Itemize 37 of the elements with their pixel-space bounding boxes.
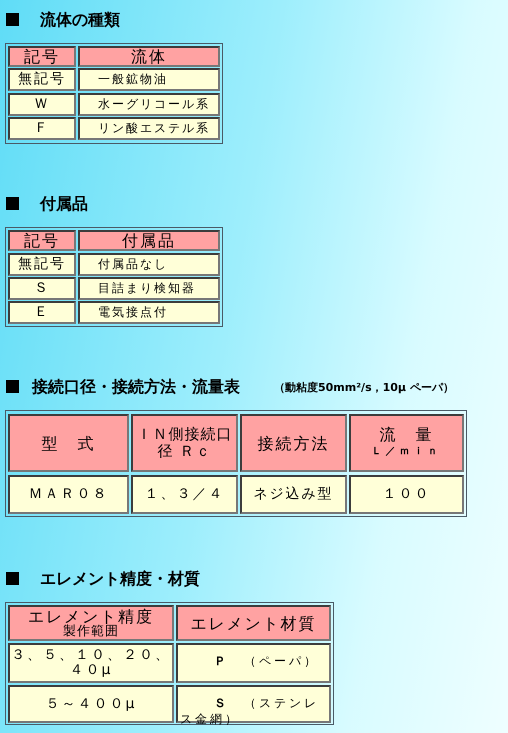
header-cell: 接続方法 <box>240 414 347 472</box>
heading-note: （動粘度50mm²/s，10μ ペーパ） <box>274 380 454 395</box>
section-heading: 接続口径・接続方法・流量表 <box>32 377 240 398</box>
table-cell: Ｓ （ステンレス金網） <box>176 685 331 723</box>
table-cell: Ｗ <box>8 93 76 116</box>
header-cell: 記号 <box>8 46 76 67</box>
cell-text: 流 量 <box>380 426 434 443</box>
section-heading: エレメント精度・材質 <box>40 569 200 590</box>
section-heading: 付属品 <box>40 194 88 215</box>
table-cell: １００ <box>349 475 464 514</box>
header-cell: 流体 <box>78 46 220 67</box>
table-cell: ＭＡＲ０８ <box>8 475 129 514</box>
cell-text: Ｌ／ｍｉｎ <box>372 445 442 459</box>
table-cell: ３、５、１０、２０、４０μ <box>8 643 174 683</box>
cell-text: 製作範囲 <box>63 624 119 638</box>
table-cell: Ｆ <box>8 117 76 140</box>
table-cell: 水ーグリコール系 <box>78 93 220 116</box>
header-cell: 型 式 <box>8 414 129 472</box>
table-cell: Ｐ （ペーパ） <box>176 643 331 683</box>
table-cell: １、３／４ <box>131 475 238 514</box>
table-cell: 付属品なし <box>78 253 220 276</box>
table-cell: ５～４００μ <box>8 685 174 723</box>
header-cell: 記号 <box>8 230 76 251</box>
table-cell: 無記号 <box>8 68 76 91</box>
header-cell: ＩＮ側接続口径 Ｒｃ <box>131 414 238 472</box>
cell-text: エレメント精度 <box>28 608 154 624</box>
header-cell: エレメント材質 <box>176 605 331 641</box>
table-cell: 電気接点付 <box>78 301 220 324</box>
table-cell: 目詰まり検知器 <box>78 277 220 300</box>
table-cell: リン酸エステル系 <box>78 117 220 140</box>
header-cell: 付属品 <box>78 230 220 251</box>
table-cell: 一般鉱物油 <box>78 68 220 91</box>
section-heading: 流体の種類 <box>40 10 120 31</box>
table-cell: Ｅ <box>8 301 76 324</box>
table-cell: 無記号 <box>8 253 76 276</box>
table-cell: Ｓ <box>8 277 76 300</box>
table-cell: ネジ込み型 <box>240 475 347 514</box>
